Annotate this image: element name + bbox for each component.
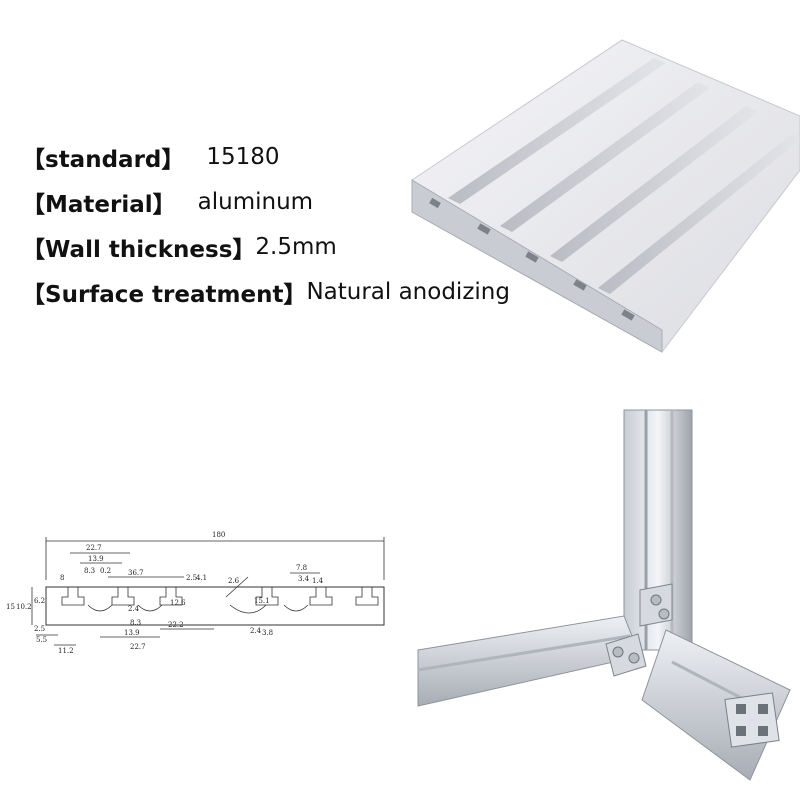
spec-label-surface-treatment: 【Surface treatment】 bbox=[22, 281, 307, 308]
dim-11-2: 11.2 bbox=[58, 647, 74, 655]
profile-outline bbox=[45, 586, 385, 626]
dim-13-9-bottom: 13.9 bbox=[124, 629, 140, 637]
cross-section-drawing: 180 22.7 13.9 8.3 0.2 36.7 8 2.5 4.1 2.6… bbox=[6, 531, 385, 655]
dim-7-8: 7.8 bbox=[296, 564, 307, 572]
aluminum-plate-image bbox=[411, 39, 800, 353]
spec-material: 【Material】 aluminum bbox=[22, 179, 510, 224]
dim-15: 15 bbox=[6, 603, 15, 611]
dim-4-1: 4.1 bbox=[196, 574, 207, 582]
spec-value-standard: 15180 bbox=[206, 143, 280, 170]
spec-label-material: 【Material】 bbox=[22, 191, 176, 218]
spec-wall-thickness: 【Wall thickness】 2.5mm bbox=[22, 224, 510, 269]
dim-6-2: 6.2 bbox=[34, 597, 45, 605]
spec-label-standard: 【standard】 bbox=[22, 146, 185, 173]
corner-joint-image bbox=[417, 409, 791, 781]
dim-22-7-top: 22.7 bbox=[86, 544, 102, 552]
dim-3-8: 3.8 bbox=[262, 629, 273, 637]
spec-surface-treatment: 【Surface treatment】 Natural anodizing bbox=[22, 269, 510, 314]
dim-15-1: 15.1 bbox=[254, 597, 270, 605]
spec-value-wall-thickness: 2.5mm bbox=[255, 233, 337, 260]
spec-value-surface-treatment: Natural anodizing bbox=[306, 278, 510, 305]
spec-value-material: aluminum bbox=[197, 188, 314, 215]
dim-1-4: 1.4 bbox=[312, 577, 324, 585]
dim-12-6: 12.6 bbox=[170, 599, 186, 607]
spec-list: 【standard】 15180 【Material】 aluminum 【Wa… bbox=[22, 134, 510, 314]
dim-5-5: 5.5 bbox=[36, 636, 47, 644]
spec-label-wall-thickness: 【Wall thickness】 bbox=[22, 236, 256, 263]
dim-13-9-top: 13.9 bbox=[88, 555, 104, 563]
dim-2-4-left: 2.4 bbox=[128, 605, 140, 613]
spec-standard: 【standard】 15180 bbox=[22, 134, 510, 179]
dim-total-width: 180 bbox=[212, 531, 225, 539]
dim-22-2: 22.2 bbox=[168, 621, 184, 629]
dim-8-3-bottom: 8.3 bbox=[130, 619, 141, 627]
dim-2-5-top: 2.5 bbox=[186, 574, 197, 582]
dim-36-7: 36.7 bbox=[128, 569, 144, 577]
dim-8-3-top: 8.3 bbox=[84, 567, 95, 575]
dim-8: 8 bbox=[60, 574, 64, 582]
dim-3-4: 3.4 bbox=[298, 575, 310, 583]
dim-10-2: 10.2 bbox=[16, 603, 32, 611]
dim-2-5-bottom: 2.5 bbox=[34, 625, 45, 633]
dim-22-7-bottom: 22.7 bbox=[130, 643, 146, 651]
dim-2-4-right: 2.4 bbox=[250, 627, 262, 635]
dim-0-2-top: 0.2 bbox=[100, 567, 111, 575]
dim-2-6: 2.6 bbox=[228, 577, 240, 585]
